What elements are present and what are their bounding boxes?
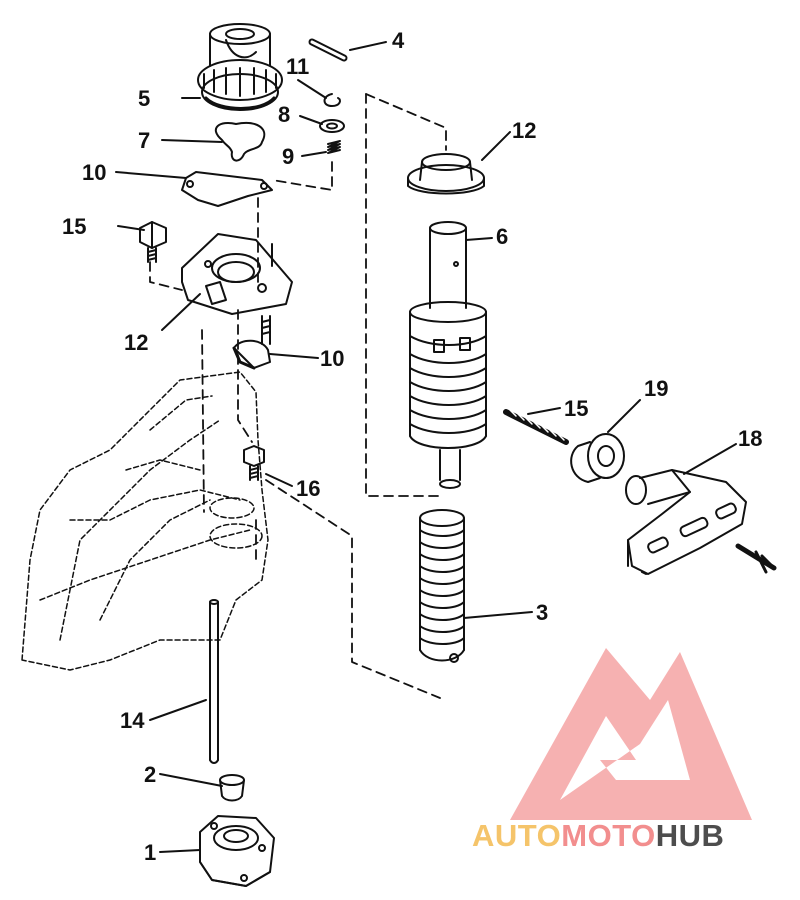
callout-10-lower: 10 — [320, 346, 345, 371]
callout-4: 4 — [392, 28, 405, 53]
lever-part-10-lower — [232, 315, 271, 370]
callout-19: 19 — [644, 376, 669, 401]
callout-18: 18 — [738, 426, 763, 451]
clip-part-11 — [323, 93, 341, 107]
assembly-lines — [149, 93, 447, 699]
leader-lines — [115, 41, 737, 853]
callout-7: 7 — [138, 128, 151, 153]
watermark-hub: HUB — [655, 818, 725, 853]
handle-part-18 — [625, 469, 777, 575]
bolt-part-15 — [139, 221, 167, 263]
callout-11: 11 — [286, 54, 310, 79]
gear-part-5 — [197, 23, 283, 111]
spring-part-9 — [327, 140, 341, 154]
spring-clip-part-7 — [215, 122, 266, 162]
callout-16: 15 — [564, 396, 589, 421]
callout-5: 5 — [138, 86, 151, 111]
callout-8: 8 — [278, 102, 291, 127]
rod-part-14 — [209, 599, 219, 764]
automotohub-logo-triangle — [510, 648, 752, 820]
callout-6: 6 — [496, 224, 509, 249]
rope-part-16 — [503, 409, 569, 445]
automotohub-watermark: AUTOMOTOHUB — [472, 818, 724, 854]
grommet-part-19 — [570, 433, 625, 483]
washer-part-8 — [319, 119, 345, 133]
callout-12: 12 — [124, 330, 149, 355]
bracket-part-12 — [181, 233, 293, 315]
watermark-auto: AUTO — [472, 818, 562, 853]
watermark-moto: MOTO — [561, 818, 656, 853]
spindle-part-6 — [409, 221, 487, 489]
engine-housing-outline — [21, 371, 269, 671]
bushing-part-13 — [407, 153, 485, 195]
cap-part-2 — [219, 774, 245, 802]
lever-part-10-upper — [181, 171, 273, 207]
callout-3: 3 — [536, 600, 549, 625]
callout-17: 16 — [296, 476, 321, 501]
bearing-part-1 — [199, 815, 275, 887]
spring-part-3 — [419, 509, 465, 663]
callout-9: 9 — [282, 144, 295, 169]
callout-14: 14 — [120, 708, 145, 733]
callout-2: 2 — [144, 762, 157, 787]
callout-13: 12 — [512, 118, 537, 143]
callout-10-upper: 10 — [82, 160, 107, 185]
callout-1: 1 — [144, 840, 157, 865]
bolt-part-17 — [243, 445, 265, 481]
callout-15: 15 — [62, 214, 87, 239]
pin-part-4 — [308, 38, 348, 62]
